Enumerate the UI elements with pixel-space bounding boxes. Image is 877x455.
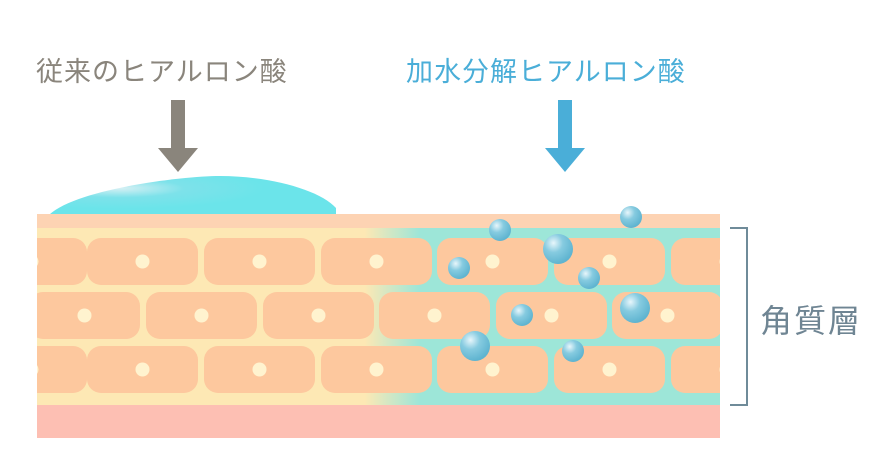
gray-down-arrow-icon [158,100,198,172]
cell-nucleus [544,308,559,323]
stratum-corneum-bracket [730,227,748,406]
hyaluronic-molecule [511,304,533,326]
cell-nucleus [485,254,500,269]
surface-layer [37,214,720,230]
blue-down-arrow-icon [545,100,585,172]
cell-nucleus [719,366,720,373]
cell-nucleus [485,362,500,377]
cell-nucleus [660,308,675,323]
cell [37,238,87,285]
hydrolyzed-molecules [448,206,650,362]
cell-nucleus [37,365,39,374]
cell-nucleus [252,254,267,269]
base-layer [37,405,720,438]
cell-nucleus [427,308,442,323]
stratum-corneum-label: 角質層 [760,302,863,340]
cell-nucleus [369,254,384,269]
cell-nucleus [135,362,150,377]
cell [671,346,720,393]
hyaluronic-molecule [620,293,650,323]
cell-nucleus [194,308,209,323]
cell-nucleus [311,308,326,323]
cell-nucleus [369,362,384,377]
cell-nucleus [252,362,267,377]
conventional-hyaluronic-acid-label: 従来のヒアルロン酸 [36,57,288,88]
cell-nucleus [135,254,150,269]
cells [37,238,720,393]
hyaluronic-molecule [489,219,511,241]
hydrolyzed-hyaluronic-acid-label: 加水分解ヒアルロン酸 [406,57,686,88]
hyaluronic-molecule [448,257,470,279]
cell-nucleus [37,257,39,266]
cell-nucleus [719,258,720,265]
cell-nucleus [602,254,617,269]
cell-nucleus [602,362,617,377]
hyaluronic-molecule [578,267,600,289]
hyaluronic-molecule [620,206,642,228]
cell [37,346,87,393]
hyaluronic-acid-film [47,176,336,217]
cell [671,238,720,285]
hyaluronic-molecule [562,340,584,362]
hyaluronic-molecule [460,331,490,361]
cell-nucleus [77,308,92,323]
hyaluronic-molecule [543,234,573,264]
